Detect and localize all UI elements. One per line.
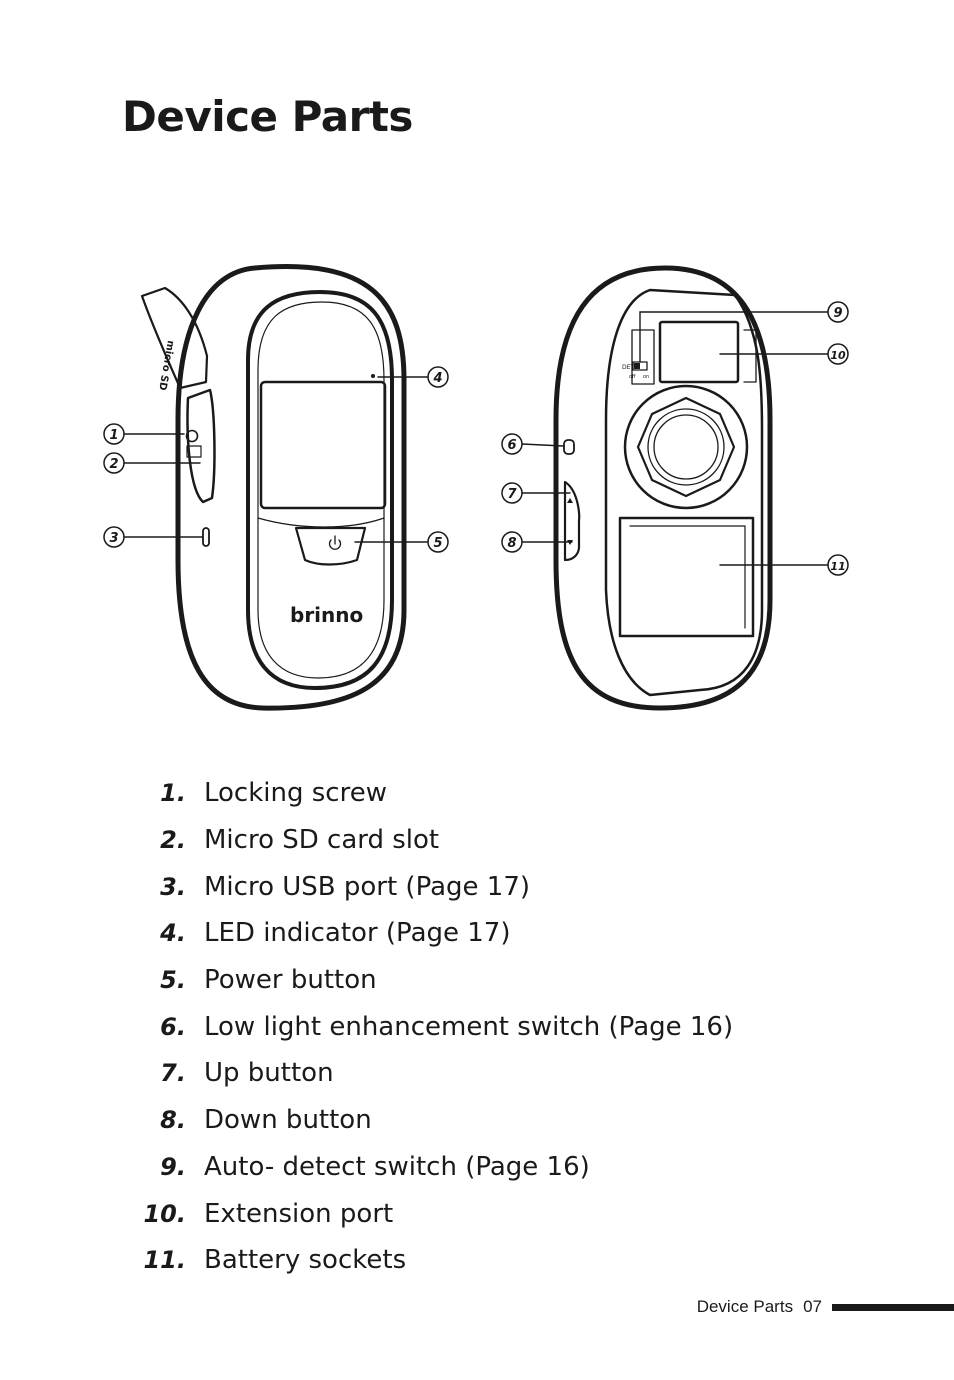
up-arrow-icon	[567, 498, 573, 503]
extension-port-shape	[658, 320, 740, 384]
page-title: Device Parts	[122, 92, 413, 141]
part-label: Low light enhancement switch (Page 16)	[204, 1011, 734, 1042]
svg-text:8: 8	[507, 536, 516, 551]
part-label: Battery sockets	[204, 1245, 407, 1276]
switch-label: DET	[622, 364, 634, 371]
part-item-7: 7. Up button	[140, 1050, 733, 1097]
power-button-shape	[294, 526, 367, 566]
svg-text:6: 6	[507, 438, 516, 453]
svg-text:7: 7	[507, 487, 517, 502]
locking-screw-shape	[185, 429, 199, 443]
svg-text:11: 11	[830, 560, 845, 573]
part-number: 8.	[160, 1106, 186, 1135]
front-screen	[259, 380, 387, 510]
part-label: LED indicator (Page 17)	[204, 918, 511, 949]
leader-lines	[123, 311, 829, 566]
switch-on-label: on	[643, 374, 649, 380]
part-item-1: 1. Locking screw	[140, 770, 733, 817]
part-item-11: 11. Battery sockets	[140, 1237, 733, 1284]
back-device-view: DET off on	[553, 265, 773, 711]
callout-10: 10	[827, 343, 849, 365]
card-label: micro SD	[156, 339, 176, 391]
part-label: Extension port	[204, 1198, 394, 1229]
sd-cover-flap	[140, 286, 209, 390]
svg-text:10: 10	[830, 349, 846, 362]
part-item-8: 8. Down button	[140, 1097, 733, 1144]
part-number: 10.	[143, 1199, 186, 1228]
front-device-view: micro SD brinno	[140, 264, 407, 711]
part-label: Down button	[204, 1105, 372, 1136]
part-item-3: 3. Micro USB port (Page 17)	[140, 863, 733, 910]
callout-4: 4	[427, 366, 449, 388]
callout-8: 8	[501, 531, 523, 553]
callout-2: 2	[103, 452, 125, 474]
part-number: 11.	[143, 1246, 186, 1275]
power-icon	[328, 535, 342, 550]
up-down-button-shape	[563, 480, 581, 562]
part-number: 2.	[160, 826, 186, 855]
brand-logo: brinno	[290, 603, 363, 627]
svg-text:4: 4	[432, 371, 442, 386]
sd-card-icon	[186, 445, 202, 458]
part-label: Auto- detect switch (Page 16)	[204, 1151, 590, 1182]
part-number: 7.	[160, 1059, 186, 1088]
part-number: 4.	[160, 919, 186, 948]
part-item-4: 4. LED indicator (Page 17)	[140, 910, 733, 957]
battery-socket-shape	[618, 516, 755, 638]
svg-text:2: 2	[109, 457, 118, 472]
footer-bar	[832, 1303, 954, 1311]
callout-5: 5	[427, 531, 449, 553]
part-item-10: 10. Extension port	[140, 1190, 733, 1237]
callout-11: 11	[827, 554, 849, 576]
lens-inner	[653, 414, 719, 480]
callout-1: 1	[103, 423, 125, 445]
svg-text:1: 1	[109, 428, 118, 443]
callout-7: 7	[501, 482, 523, 504]
lens-ring-outer	[623, 384, 749, 510]
part-item-9: 9. Auto- detect switch (Page 16)	[140, 1144, 733, 1191]
part-item-6: 6. Low light enhancement switch (Page 16…	[140, 1003, 733, 1050]
led-indicator-dot	[371, 374, 375, 378]
page-footer: Device Parts 07	[697, 1294, 954, 1320]
part-number: 6.	[160, 1012, 186, 1041]
callout-9: 9	[827, 301, 849, 323]
switch-off-label: off	[629, 374, 636, 380]
part-number: 9.	[160, 1152, 186, 1181]
part-label: Micro USB port (Page 17)	[204, 871, 531, 902]
callout-6: 6	[501, 433, 523, 455]
svg-text:3: 3	[109, 531, 118, 546]
part-label: Up button	[204, 1058, 334, 1089]
part-item-5: 5. Power button	[140, 957, 733, 1004]
part-number: 5.	[160, 966, 186, 995]
callout-3: 3	[103, 526, 125, 548]
part-number: 3.	[160, 872, 186, 901]
svg-text:5: 5	[433, 536, 442, 551]
device-parts-diagram: micro SD brinno DET off on	[103, 264, 849, 711]
part-label: Micro SD card slot	[204, 825, 440, 856]
part-item-2: 2. Micro SD card slot	[140, 817, 733, 864]
part-label: Power button	[204, 965, 377, 996]
usb-port-shape	[202, 527, 210, 547]
part-label: Locking screw	[204, 778, 387, 809]
page-number: 07	[803, 1297, 822, 1316]
part-number: 1.	[160, 779, 186, 808]
low-light-switch-shape	[563, 439, 575, 455]
svg-text:9: 9	[833, 306, 842, 321]
parts-list: 1. Locking screw 2. Micro SD card slot 3…	[140, 770, 733, 1284]
footer-section-title: Device Parts	[696, 1297, 794, 1316]
